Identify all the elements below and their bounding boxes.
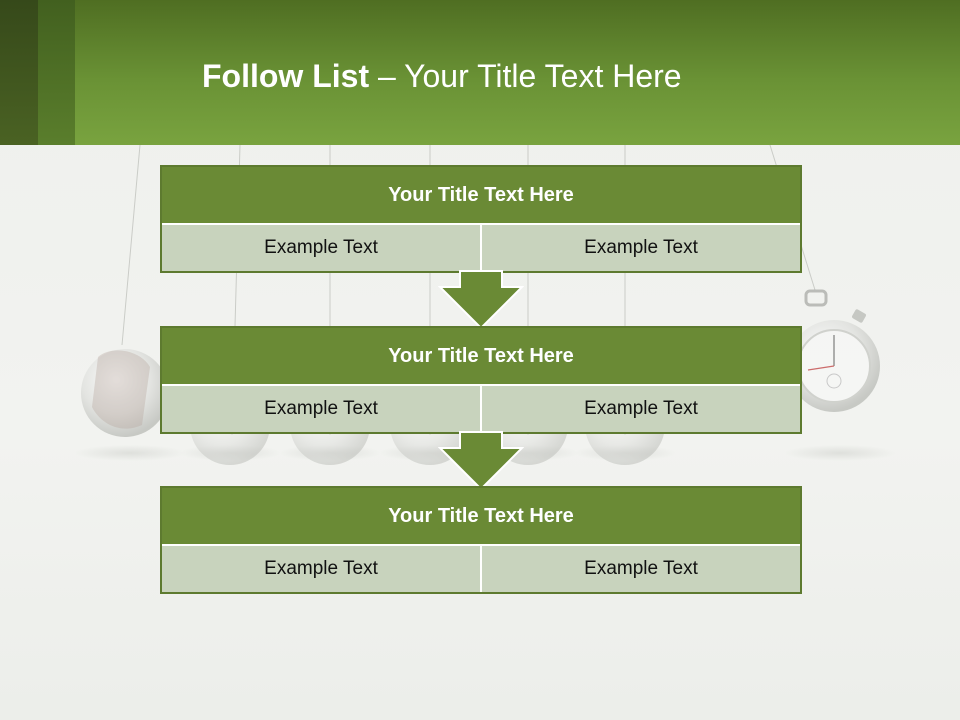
step-title: Your Title Text Here (162, 328, 800, 386)
step-cell-right: Example Text (480, 546, 800, 592)
step-cell-right: Example Text (480, 386, 800, 432)
slide-title-rest: – Your Title Text Here (369, 58, 682, 94)
step-title: Your Title Text Here (162, 167, 800, 225)
header-accent-mid (38, 0, 75, 145)
step-block-2: Your Title Text Here Example Text Exampl… (160, 326, 802, 434)
stopwatch-illustration (788, 289, 880, 412)
step-cell-left: Example Text (162, 546, 480, 592)
step-cell-left: Example Text (162, 225, 480, 271)
down-arrow-icon (438, 270, 524, 330)
step-row: Example Text Example Text (162, 546, 800, 592)
step-row: Example Text Example Text (162, 386, 800, 432)
header-accent-dark (0, 0, 38, 145)
step-row: Example Text Example Text (162, 225, 800, 271)
slide-title: Follow List – Your Title Text Here (202, 54, 682, 98)
step-block-3: Your Title Text Here Example Text Exampl… (160, 486, 802, 594)
down-arrow-icon (438, 431, 524, 491)
title-bar: Follow List – Your Title Text Here (0, 0, 960, 145)
step-cell-right: Example Text (480, 225, 800, 271)
step-cell-left: Example Text (162, 386, 480, 432)
step-block-1: Your Title Text Here Example Text Exampl… (160, 165, 802, 273)
slide-title-bold: Follow List (202, 58, 370, 94)
step-title: Your Title Text Here (162, 488, 800, 546)
